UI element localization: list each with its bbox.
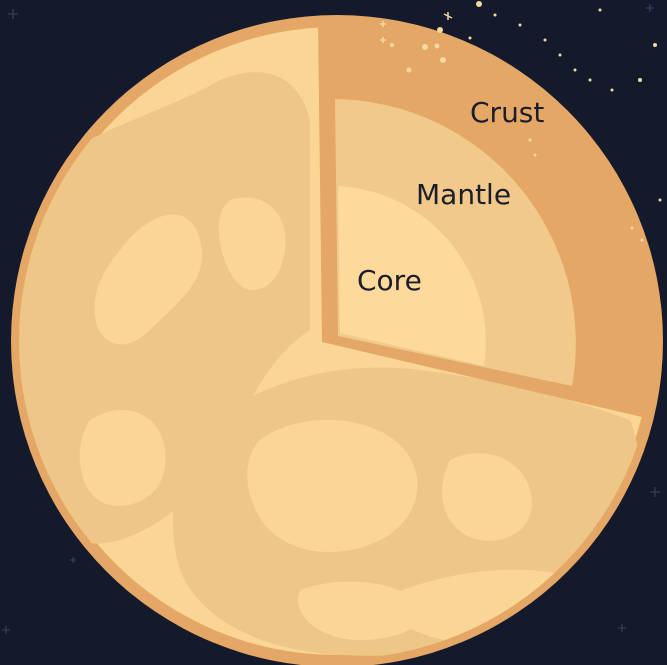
planet <box>11 15 663 665</box>
core-label: Core <box>357 267 422 295</box>
mantle-label: Mantle <box>416 181 511 209</box>
crust-label: Crust <box>470 99 544 127</box>
